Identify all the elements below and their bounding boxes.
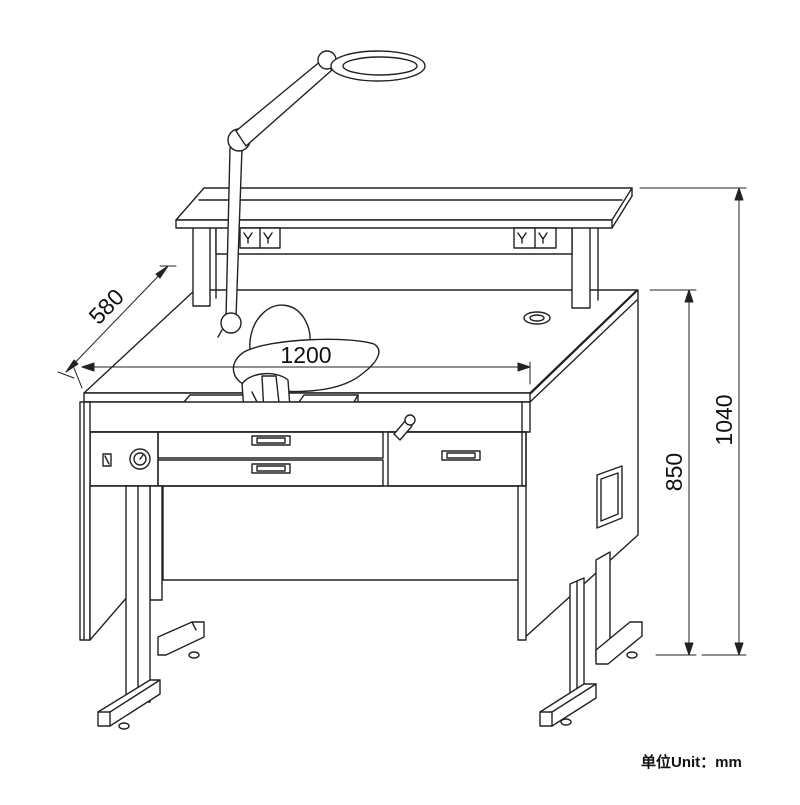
- total-height-dimension: [639, 187, 747, 656]
- drawer-handle: [441, 450, 481, 461]
- power-switch: [102, 453, 112, 467]
- power-socket-left: [239, 227, 281, 249]
- total-height-label: 1040: [711, 394, 737, 445]
- drawer-panel: [83, 401, 531, 487]
- left-side-panel: [79, 401, 129, 641]
- depth-dimension: [57, 265, 177, 389]
- width-dimension: [81, 361, 531, 385]
- upper-shelf: [175, 187, 633, 309]
- right-back-leg: [595, 551, 643, 665]
- width-label: 1200: [280, 342, 331, 368]
- tray-knob: [393, 414, 416, 441]
- magnifier-lamp: [217, 50, 426, 338]
- left-back-leg: [149, 485, 205, 659]
- drawer-handle: [251, 435, 291, 446]
- cable-grommet: [523, 311, 551, 325]
- depth-label: 580: [84, 284, 129, 330]
- right-inner-panel: [517, 401, 527, 641]
- table-height-label: 850: [661, 453, 687, 491]
- power-socket-right: [513, 227, 557, 249]
- pressure-gauge-icon: [129, 448, 151, 470]
- table-height-dimension: [649, 289, 697, 656]
- drawer-handle: [251, 463, 291, 474]
- left-front-leg: [97, 485, 161, 730]
- back-stretcher: [162, 485, 523, 581]
- unit-label: 单位Unit：mm: [641, 754, 742, 771]
- right-front-leg: [539, 577, 597, 727]
